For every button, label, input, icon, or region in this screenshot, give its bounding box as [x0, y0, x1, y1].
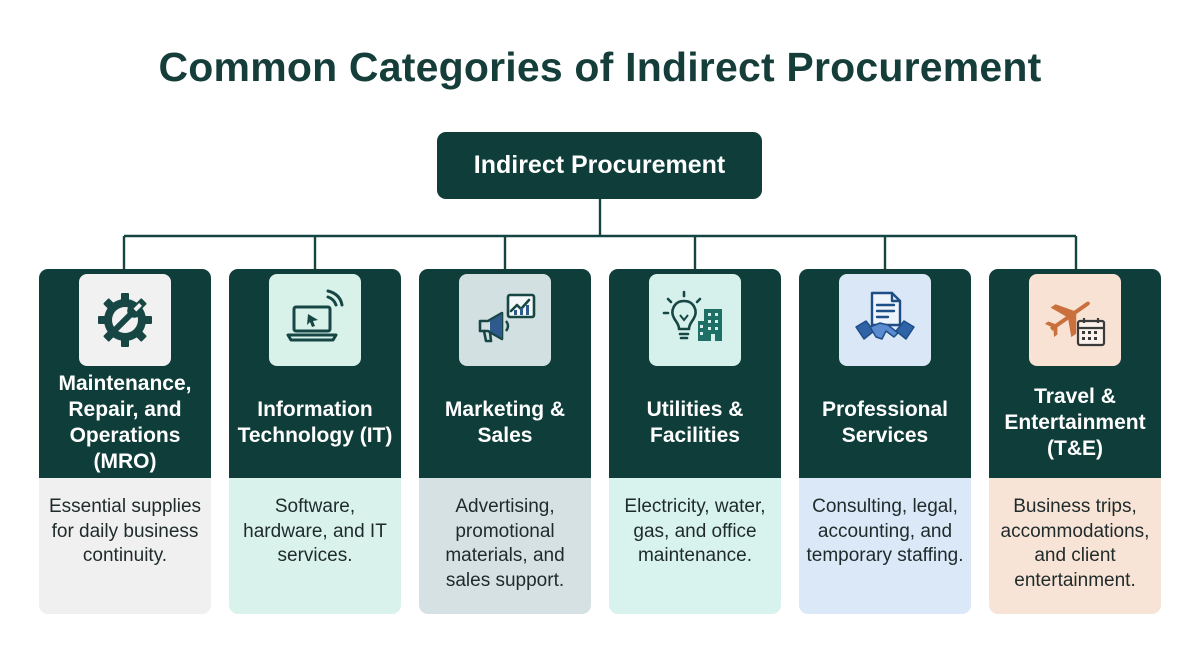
icon-tile — [1029, 274, 1121, 366]
category-description-box: Electricity, water, gas, and office main… — [609, 478, 781, 614]
category-card-it: Information Technology (IT) Software, ha… — [229, 269, 401, 614]
category-description-box: Essential supplies for daily business co… — [39, 478, 211, 614]
category-description-box: Software, hardware, and IT services. — [229, 478, 401, 614]
category-label: Marketing & Sales — [444, 398, 566, 447]
category-label: Travel & Entertainment (T&E) — [1004, 385, 1146, 460]
category-description: Consulting, legal, accounting, and tempo… — [806, 496, 964, 566]
laptop-cursor-icon — [286, 289, 344, 342]
lightbulb-building-icon — [662, 290, 722, 341]
category-description: Software, hardware, and IT services. — [243, 496, 387, 566]
category-description: Essential supplies for daily business co… — [48, 496, 202, 566]
category-header: Marketing & Sales — [419, 269, 591, 478]
category-card-utilities: Utilities & Facilities Electricity, wate… — [609, 269, 781, 614]
category-header: Maintenance, Repair, and Operations (MRO… — [39, 269, 211, 478]
category-header: Travel & Entertainment (T&E) — [989, 269, 1161, 478]
category-description-box: Consulting, legal, accounting, and tempo… — [799, 478, 971, 614]
category-card-travel: Travel & Entertainment (T&E) Business tr… — [989, 269, 1161, 614]
category-header: Professional Services — [799, 269, 971, 478]
icon-tile — [79, 274, 171, 366]
root-node: Indirect Procurement — [437, 132, 762, 199]
icon-tile — [269, 274, 361, 366]
category-card-marketing: Marketing & Sales Advertising, promotion… — [419, 269, 591, 614]
category-card-professional: Professional Services Consulting, legal,… — [799, 269, 971, 614]
document-handshake-icon — [855, 291, 915, 340]
category-header: Utilities & Facilities — [609, 269, 781, 478]
category-label: Professional Services — [821, 398, 949, 447]
root-node-label: Indirect Procurement — [473, 151, 726, 179]
category-label: Information Technology (IT) — [237, 398, 393, 447]
category-description-box: Business trips, accommodations, and clie… — [989, 478, 1161, 614]
category-label: Maintenance, Repair, and Operations (MRO… — [58, 372, 192, 473]
category-description: Advertising, promotional materials, and … — [445, 496, 565, 591]
gear-wrench-icon — [98, 293, 152, 347]
icon-tile — [459, 274, 551, 366]
category-description-box: Advertising, promotional materials, and … — [419, 478, 591, 614]
icon-tile — [649, 274, 741, 366]
icon-tile — [839, 274, 931, 366]
category-header: Information Technology (IT) — [229, 269, 401, 478]
category-card-mro: Maintenance, Repair, and Operations (MRO… — [39, 269, 211, 614]
category-label: Utilities & Facilities — [646, 398, 744, 447]
page-title: Common Categories of Indirect Procuremen… — [158, 44, 1042, 90]
category-description: Business trips, accommodations, and clie… — [1000, 496, 1150, 591]
category-description: Electricity, water, gas, and office main… — [624, 496, 766, 566]
megaphone-chart-icon — [478, 293, 536, 343]
airplane-calendar-icon — [1044, 301, 1106, 347]
